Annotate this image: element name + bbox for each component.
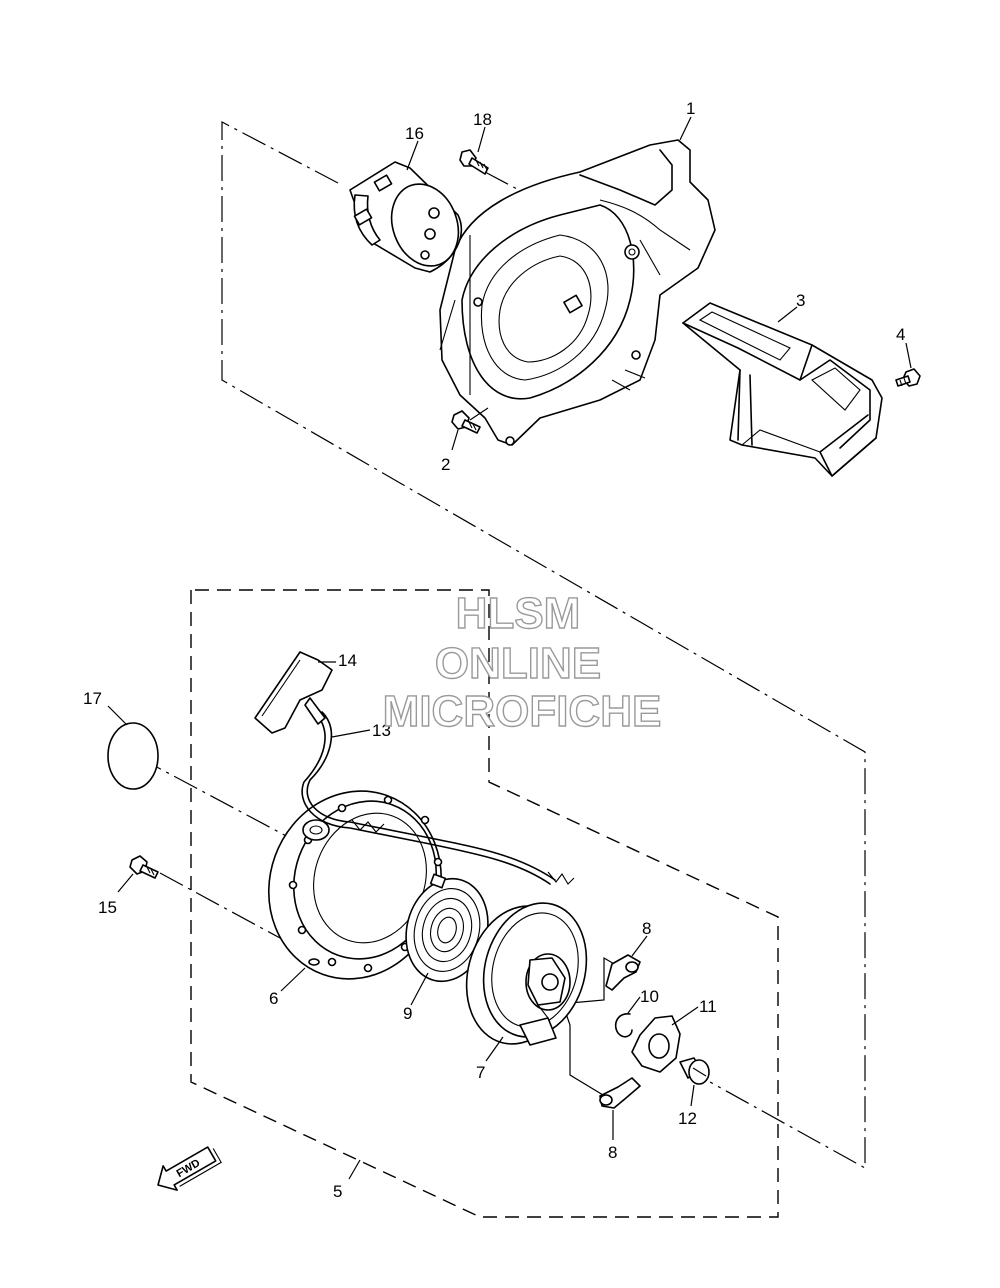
callout-1: 1 bbox=[686, 99, 695, 118]
callout-labels: 1 2 3 4 5 6 7 8 8 9 10 11 12 13 14 15 16… bbox=[83, 99, 905, 1201]
callout-7: 7 bbox=[476, 1063, 485, 1082]
fan-housing-cover bbox=[439, 139, 716, 446]
pawl-lower bbox=[599, 1077, 641, 1109]
callout-12: 12 bbox=[678, 1109, 697, 1128]
pawl-upper bbox=[605, 954, 641, 991]
callout-11: 11 bbox=[699, 997, 717, 1016]
callout-18: 18 bbox=[473, 110, 492, 129]
bolt-15 bbox=[129, 855, 159, 879]
watermark-line-2: ONLINE bbox=[435, 639, 601, 688]
callout-2: 2 bbox=[441, 455, 450, 474]
callout-14: 14 bbox=[338, 651, 357, 670]
callout-3: 3 bbox=[796, 291, 805, 310]
watermark: HLSM ONLINE MICROFICHE bbox=[382, 588, 662, 736]
circlip bbox=[614, 1013, 633, 1038]
fwd-arrow-icon bbox=[157, 1146, 217, 1191]
starter-rope bbox=[301, 711, 575, 885]
watermark-line-1: HLSM bbox=[456, 589, 581, 638]
friction-plate bbox=[631, 1015, 681, 1073]
callout-15: 15 bbox=[98, 898, 117, 917]
callout-9: 9 bbox=[403, 1004, 412, 1023]
assembly-outline-upper bbox=[221, 121, 866, 1170]
bolt-18 bbox=[459, 149, 489, 175]
assembly-outline-recoil bbox=[190, 589, 779, 1218]
bolt-4 bbox=[895, 368, 921, 387]
fwd-marker: FWD bbox=[157, 1146, 222, 1191]
cover-cap bbox=[349, 161, 463, 273]
callout-8-lower: 8 bbox=[608, 1143, 617, 1162]
leader-lines bbox=[107, 116, 912, 1180]
recoil-spring bbox=[405, 873, 489, 983]
watermark-line-3: MICROFICHE bbox=[383, 687, 662, 736]
callout-8-upper: 8 bbox=[642, 919, 651, 938]
center-screw bbox=[679, 1057, 710, 1085]
callout-17: 17 bbox=[83, 689, 102, 708]
callout-13: 13 bbox=[372, 721, 391, 740]
seal-disc bbox=[107, 722, 159, 790]
starter-handle bbox=[254, 651, 333, 734]
callout-6: 6 bbox=[269, 989, 278, 1008]
starter-pulley bbox=[465, 902, 588, 1046]
callout-4: 4 bbox=[896, 325, 905, 344]
bolt-2 bbox=[451, 410, 481, 434]
air-duct bbox=[682, 302, 883, 477]
callout-5: 5 bbox=[333, 1182, 342, 1201]
callout-10: 10 bbox=[640, 987, 659, 1006]
callout-16: 16 bbox=[405, 124, 424, 143]
